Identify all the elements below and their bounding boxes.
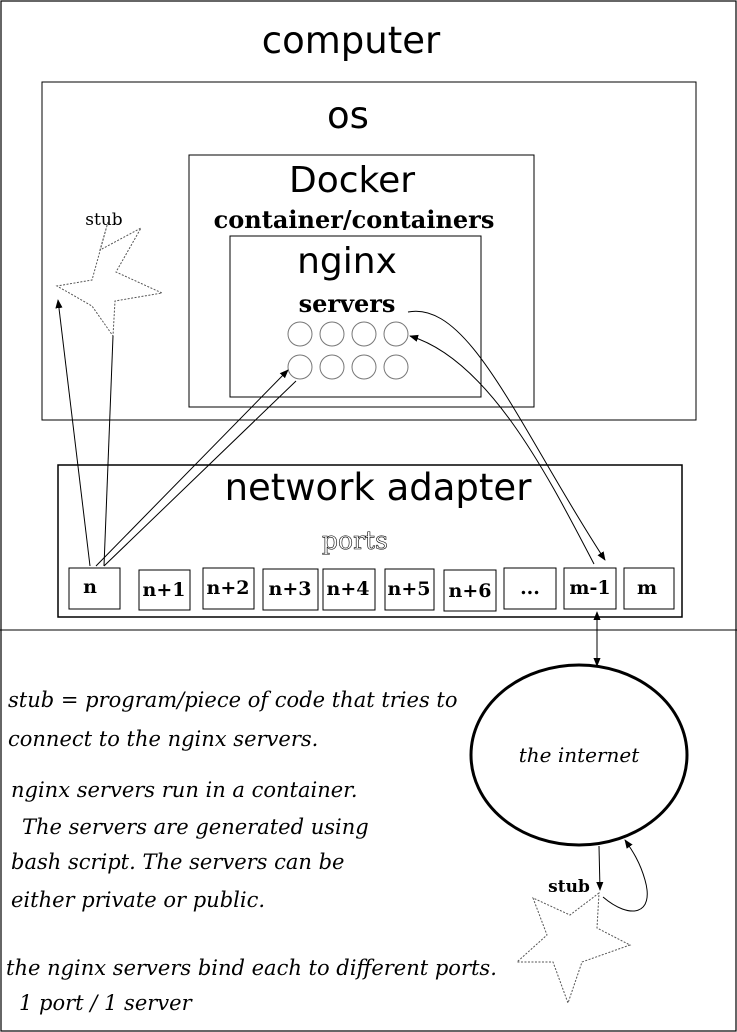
line-server-to-port: [103, 380, 297, 567]
port-label: n+3: [269, 578, 312, 600]
line-stub-to-port: [103, 335, 114, 567]
internet-circle: [469, 663, 689, 847]
server-circle: [319, 354, 345, 380]
port-box: [262, 568, 319, 611]
port-label: n+1: [143, 579, 186, 601]
stub-top-star-icon: [55, 221, 164, 338]
server-circle: [351, 354, 377, 380]
note-line: the nginx servers bind each to different…: [6, 956, 497, 980]
stub-bottom-label: stub: [548, 877, 590, 897]
nginx-title: nginx: [297, 241, 397, 282]
note-line: either private or public.: [11, 888, 265, 912]
arrow-port-to-server: [409, 334, 595, 565]
docker-box: [188, 154, 535, 408]
servers-label: servers: [299, 289, 396, 318]
port-box-m-1: [563, 567, 617, 610]
docker-title: Docker: [289, 160, 415, 201]
note-line: stub = program/piece of code that tries …: [8, 688, 458, 712]
port-label: n+2: [207, 577, 250, 599]
port-label: m-1: [569, 577, 610, 599]
port-box: [322, 568, 376, 611]
port-box: [202, 567, 255, 610]
internet-label: the internet: [519, 743, 641, 767]
os-title: os: [327, 94, 369, 137]
server-circle: [383, 354, 409, 380]
note-line: bash script. The servers can be: [11, 850, 344, 874]
network-adapter-box: [57, 464, 683, 618]
nginx-box: [229, 235, 482, 398]
port-list: n n+1 n+2 n+3 n+4 n+5 n+6 ... m-1 m: [68, 567, 675, 612]
note-line: 1 port / 1 server: [19, 991, 194, 1015]
arrow-stub-to-internet: [602, 839, 648, 912]
server-grid: [287, 321, 409, 380]
notes: stub = program/piece of code that tries …: [6, 688, 497, 1015]
port-box-n: [68, 567, 121, 610]
port-box: [138, 569, 191, 611]
port-box: [443, 569, 497, 612]
note-line: connect to the nginx servers.: [8, 727, 318, 751]
stub-bottom-star-icon: [515, 891, 632, 1005]
server-circle: [383, 321, 409, 347]
port-box: [503, 567, 557, 610]
os-box: [41, 81, 697, 421]
server-circle: [287, 321, 313, 347]
ports-label: ports: [322, 526, 388, 555]
server-circle: [319, 321, 345, 347]
computer-title: computer: [262, 19, 441, 62]
port-box: [623, 567, 675, 610]
port-label: n+5: [388, 578, 431, 600]
server-circle: [287, 354, 313, 380]
containers-label: container/containers: [214, 205, 495, 234]
port-label: m: [637, 577, 657, 599]
network-adapter-title: network adapter: [225, 466, 533, 509]
port-label-n: n: [83, 576, 97, 598]
port-label: n+4: [327, 578, 370, 600]
note-line: nginx servers run in a container.: [11, 778, 358, 802]
arrow-internet-to-stub: [596, 845, 604, 891]
port-label: ...: [520, 577, 540, 599]
arrow-port-to-stub: [55, 299, 91, 567]
server-circle: [351, 321, 377, 347]
arrow-port-to-server: [95, 369, 289, 567]
note-line: The servers are generated using: [22, 815, 369, 839]
stub-top-label: stub: [85, 210, 123, 230]
port-box: [384, 568, 435, 611]
arrow-server-to-port: [407, 310, 606, 561]
port-label: n+6: [449, 580, 492, 602]
